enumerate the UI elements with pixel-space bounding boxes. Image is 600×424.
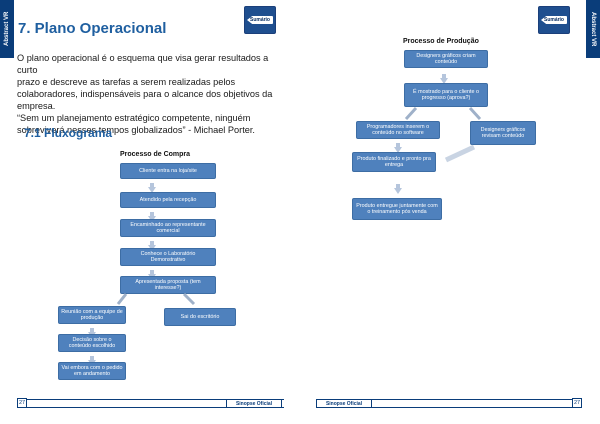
branch-arrow-left: [404, 106, 418, 121]
paragraph-line: empresa.: [17, 101, 56, 111]
flow-arrow: [440, 74, 448, 84]
branch-arrow-left: [116, 293, 128, 305]
flow-step: Produto entregue juntamente com o treina…: [352, 198, 442, 220]
flow-step: Decisão sobre o conteúdo escolhido: [58, 334, 126, 352]
flow-step: É mostrado para o cliente o progresso (a…: [404, 83, 488, 107]
page-heading: 7. Plano Operacional: [18, 20, 167, 37]
intro-paragraph: O plano operacional é o esquema que visa…: [17, 52, 282, 136]
sumario-label: Sumário: [540, 16, 567, 24]
branch-arrow-right: [182, 292, 196, 306]
paragraph-line: sobreviverá nesses tempos globalizados” …: [17, 125, 255, 135]
flow-arrow: [394, 184, 402, 194]
footer-line: [316, 399, 574, 408]
flow-step: Cliente entra na loja/site: [120, 163, 216, 179]
footer-label: Sinopse Oficial: [226, 399, 282, 408]
flow-step: Produto finalizado e pronto pra entrega: [352, 152, 436, 172]
paragraph-line: colaboradores, indispensáveis para o alc…: [17, 89, 273, 99]
section-heading: 7.1 Fluxograma: [24, 126, 113, 140]
side-tab-right: Abstract VR: [586, 0, 600, 58]
branch-arrows: [404, 106, 482, 121]
right-page: Abstract VR Sumário Processo de Produção…: [300, 0, 600, 424]
flow-step: Reunião com a equipe de produção: [58, 306, 126, 324]
sumario-button-left[interactable]: Sumário: [244, 6, 276, 34]
flow-step: Conhece o Laboratório Demonstrativo: [120, 248, 216, 266]
flow-step: Encaminhado ao representante comercial: [120, 219, 216, 237]
flow-step: Designers gráficos revisam conteúdo: [470, 121, 536, 145]
flowchart-title-compra: Processo de Compra: [120, 151, 191, 158]
paragraph-line: O plano operacional é o esquema que visa…: [17, 53, 269, 75]
footer-line: [26, 399, 284, 408]
branch-arrows: [116, 292, 196, 306]
paragraph-line: prazo e descreve as tarefas a serem real…: [17, 77, 236, 87]
flow-step: Sai do escritório: [164, 308, 236, 326]
side-tab-left: Abstract VR: [0, 0, 14, 58]
footer-label: Sinopse Oficial: [316, 399, 372, 408]
flow-step: Atendido pela recepção: [120, 192, 216, 208]
feedback-arrow-line: [444, 144, 476, 163]
sumario-label: Sumário: [246, 16, 273, 24]
sumario-button-right[interactable]: Sumário: [538, 6, 570, 34]
branch-arrow-right: [468, 106, 482, 121]
flow-arrow: [394, 143, 402, 153]
page-number: 27: [572, 398, 582, 408]
page-number: 27: [17, 398, 27, 408]
flow-step: Apresentada proposta (tem interesse?): [120, 276, 216, 294]
flow-step: Programadores inserem o conteúdo no soft…: [356, 121, 440, 139]
paragraph-line: “Sem um planejamento estratégico compete…: [17, 113, 251, 123]
left-page: Abstract VR Sumário 7. Plano Operacional…: [0, 0, 284, 408]
flow-step: Vai embora com o pedido em andamento: [58, 362, 126, 380]
feedback-arrow: [444, 144, 476, 163]
flow-step: Designers gráficos criam conteúdo: [404, 50, 488, 68]
flowchart-title-producao: Processo de Produção: [403, 38, 479, 45]
flow-arrow: [148, 183, 156, 193]
